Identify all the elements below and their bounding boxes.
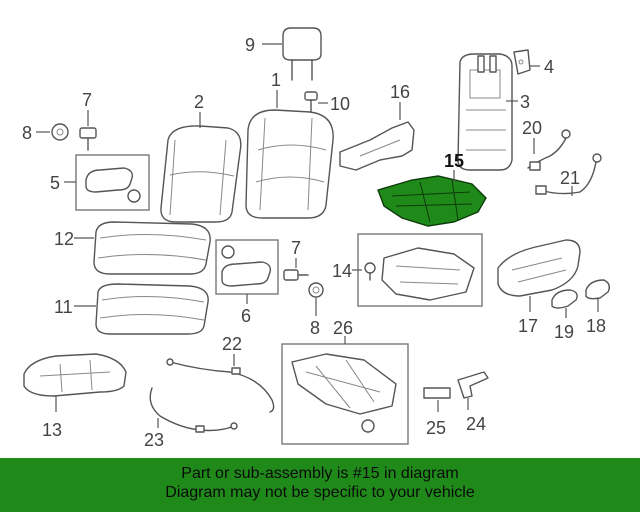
- callout-8-lower[interactable]: 8: [310, 318, 320, 338]
- part-22-wire-harness[interactable]: [166, 358, 275, 413]
- part-15-cushion-frame[interactable]: [377, 175, 487, 227]
- part-7-bolt-upper[interactable]: [79, 127, 97, 151]
- callout-24[interactable]: 24: [466, 414, 486, 434]
- callout-23[interactable]: 23: [144, 430, 164, 450]
- callout-26[interactable]: 26: [333, 318, 353, 338]
- part-23-wire-harness[interactable]: [149, 387, 238, 433]
- callout-14[interactable]: 14: [332, 261, 352, 281]
- part-13-shield[interactable]: [23, 353, 127, 397]
- callout-6[interactable]: 6: [241, 306, 251, 326]
- callout-7-upper[interactable]: 7: [82, 90, 92, 110]
- part-10-clip[interactable]: [304, 91, 318, 113]
- part-8-nut-lower[interactable]: [308, 282, 324, 298]
- callout-13[interactable]: 13: [42, 420, 62, 440]
- callout-9[interactable]: 9: [245, 35, 255, 55]
- part-12-cushion-cover[interactable]: [93, 221, 211, 275]
- callout-15[interactable]: 15: [444, 151, 464, 171]
- part-17-side-trim[interactable]: [497, 239, 581, 297]
- part-20-cable[interactable]: [527, 129, 571, 171]
- part-8-washer-upper[interactable]: [51, 123, 69, 141]
- callout-21[interactable]: 21: [560, 168, 580, 188]
- callout-11[interactable]: 11: [54, 297, 73, 317]
- part-21-cable[interactable]: [535, 153, 602, 195]
- callout-18[interactable]: 18: [586, 316, 606, 336]
- callout-19[interactable]: 19: [554, 322, 574, 342]
- part-6-cover-assembly[interactable]: [221, 245, 272, 287]
- part-24-bracket[interactable]: [457, 371, 489, 399]
- part-9-headrest[interactable]: [282, 27, 322, 81]
- part-16-bracket[interactable]: [339, 121, 415, 171]
- callout-22[interactable]: 22: [222, 334, 242, 354]
- callout-25[interactable]: 25: [426, 418, 446, 438]
- banner-line-1: Part or sub-assembly is #15 in diagram: [181, 465, 459, 482]
- part-11-cushion-pad[interactable]: [95, 283, 209, 335]
- part-2-seatback-pad[interactable]: [160, 125, 242, 223]
- part-18-knob[interactable]: [585, 279, 611, 300]
- part-14-clip[interactable]: [364, 262, 376, 281]
- part-5-cover-assembly[interactable]: [85, 167, 141, 203]
- part-25-label[interactable]: [423, 387, 451, 399]
- callout-17[interactable]: 17: [518, 316, 538, 336]
- callout-3[interactable]: 3: [520, 92, 530, 112]
- part-7-bolt-lower[interactable]: [283, 269, 309, 281]
- callout-20[interactable]: 20: [522, 118, 542, 138]
- part-3-seatback-frame[interactable]: [457, 53, 513, 171]
- banner-line-2: Diagram may not be specific to your vehi…: [165, 484, 475, 501]
- part-1-seatback-cover[interactable]: [245, 109, 334, 219]
- callout-4[interactable]: 4: [544, 57, 554, 77]
- callout-2[interactable]: 2: [194, 92, 204, 112]
- info-banner: Part or sub-assembly is #15 in diagram D…: [0, 458, 640, 512]
- part-19-knob[interactable]: [551, 289, 578, 309]
- callout-5[interactable]: 5: [50, 173, 60, 193]
- callout-7-lower[interactable]: 7: [291, 238, 301, 258]
- callout-10[interactable]: 10: [330, 94, 350, 114]
- part-14-seat-frame[interactable]: [381, 247, 475, 301]
- part-26-cushion-frame-assembly[interactable]: [291, 353, 397, 433]
- part-4-plate[interactable]: [513, 49, 531, 75]
- seat-parts-diagram: 9 1 2 10 7 8 5: [22, 27, 611, 450]
- callout-8-upper[interactable]: 8: [22, 123, 32, 143]
- callout-1[interactable]: 1: [271, 70, 281, 90]
- callout-12[interactable]: 12: [54, 229, 74, 249]
- callout-16[interactable]: 16: [390, 82, 410, 102]
